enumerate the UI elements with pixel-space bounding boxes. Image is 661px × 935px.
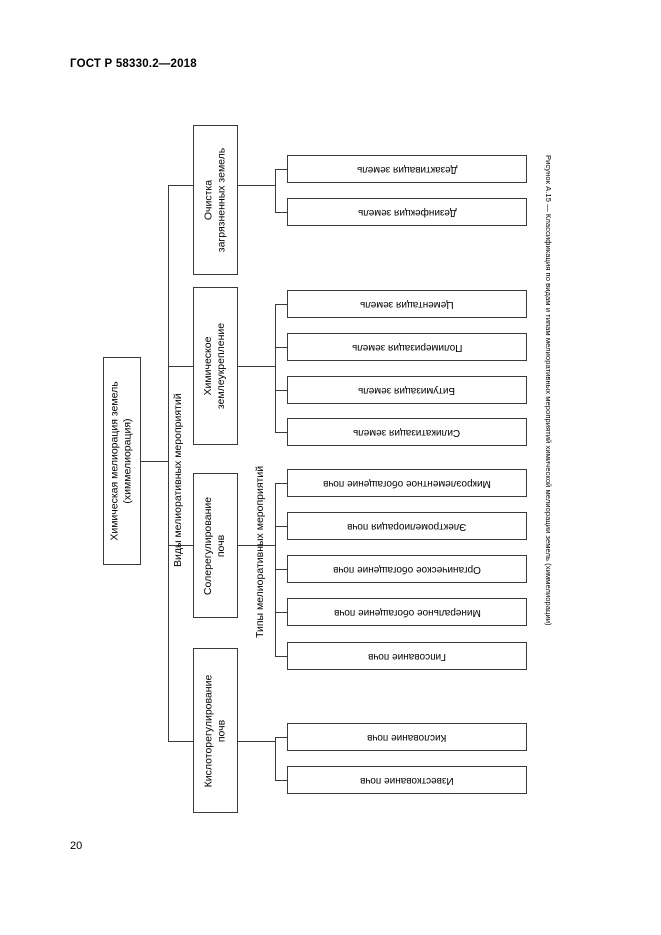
connector-cleaning-bracket — [275, 169, 276, 213]
connector-saltreg-out — [238, 545, 275, 546]
leaf-node-electro-reclamation[interactable]: Электромелиорация почв — [287, 512, 527, 540]
leaf-node-label: Цементация земель — [360, 298, 454, 310]
connector-saltreg-child-4 — [275, 612, 287, 613]
connector-acidreg-out — [238, 741, 275, 742]
leaf-node-acidification[interactable]: Кислование почв — [287, 723, 527, 751]
leaf-node-label: Битумизация земель — [358, 384, 456, 396]
connector-acidreg-bracket — [275, 737, 276, 780]
document-header: ГОСТ Р 58330.2—2018 — [70, 58, 197, 70]
connector-saltreg-child-1 — [275, 483, 287, 484]
connector-spine-to-acidreg — [168, 741, 193, 742]
root-node-label: Химическая мелиорация земель(химмелиорац… — [109, 381, 135, 541]
leaf-node-label: Полимеризация земель — [351, 341, 463, 353]
connector-saltreg-child-5 — [275, 656, 287, 657]
leaf-node-microelement-enrichment[interactable]: Микроэлементное обогащение почв — [287, 469, 527, 497]
leaf-node-gypsuming[interactable]: Гипсование почв — [287, 642, 527, 670]
leaf-node-mineral-enrichment[interactable]: Минеральное обогащение почв — [287, 598, 527, 626]
leaf-node-liming[interactable]: Известкование почв — [287, 766, 527, 794]
page-number: 20 — [70, 840, 83, 852]
connector-strengthening-bracket — [275, 304, 276, 432]
leaf-node-label: Органическое обогащение почв — [333, 563, 481, 575]
connector-strengthening-child-2 — [275, 347, 287, 348]
level-label-types: Типы мелиоративных мероприятий — [254, 465, 266, 638]
leaf-node-label: Электромелиорация почв — [347, 520, 467, 532]
connector-acidreg-child-1 — [275, 737, 287, 738]
leaf-node-label: Известкование почв — [360, 774, 454, 786]
connector-root-to-spine — [140, 461, 168, 462]
leaf-node-label: Дезинфекция земель — [357, 206, 457, 218]
leaf-node-label: Дезактивация земель — [356, 163, 458, 175]
leaf-node-silicatization[interactable]: Силикатизация земель — [287, 418, 527, 446]
connector-saltreg-child-2 — [275, 526, 287, 527]
connector-strengthening-child-4 — [275, 432, 287, 433]
leaf-node-label: Минеральное обогащение почв — [333, 606, 481, 618]
leaf-node-organic-enrichment[interactable]: Органическое обогащение почв — [287, 555, 527, 583]
leaf-node-label: Микроэлементное обогащение почв — [323, 477, 491, 489]
connector-level1-spine — [168, 185, 169, 741]
root-node-chemical-land-reclamation[interactable]: Химическая мелиорация земель(химмелиорац… — [103, 357, 141, 565]
connector-acidreg-child-2 — [275, 780, 287, 781]
leaf-node-label: Кислование почв — [367, 731, 447, 743]
leaf-node-disinfection[interactable]: Дезинфекция земель — [287, 198, 527, 226]
leaf-node-bituminization[interactable]: Битумизация земель — [287, 376, 527, 404]
connector-strengthening-child-1 — [275, 304, 287, 305]
figure-caption: Рисунок А.15 — Классификация по видам и … — [544, 155, 553, 626]
connector-spine-to-cleaning — [168, 185, 193, 186]
connector-strengthening-child-3 — [275, 390, 287, 391]
connector-spine-to-saltreg — [168, 545, 193, 546]
level-label-kinds: Виды мелиоративных мероприятий — [172, 393, 184, 567]
connector-saltreg-child-3 — [275, 569, 287, 570]
leaf-node-cementation[interactable]: Цементация земель — [287, 290, 527, 318]
connector-cleaning-child-2 — [275, 212, 287, 213]
connector-cleaning-out — [238, 185, 275, 186]
connector-cleaning-child-1 — [275, 169, 287, 170]
leaf-node-label: Силикатизация земель — [353, 426, 461, 438]
connector-strengthening-out — [238, 366, 275, 367]
leaf-node-deactivation[interactable]: Дезактивация земель — [287, 155, 527, 183]
connector-spine-to-strengthening — [168, 366, 193, 367]
leaf-node-label: Гипсование почв — [367, 650, 447, 662]
leaf-node-polymerization[interactable]: Полимеризация земель — [287, 333, 527, 361]
